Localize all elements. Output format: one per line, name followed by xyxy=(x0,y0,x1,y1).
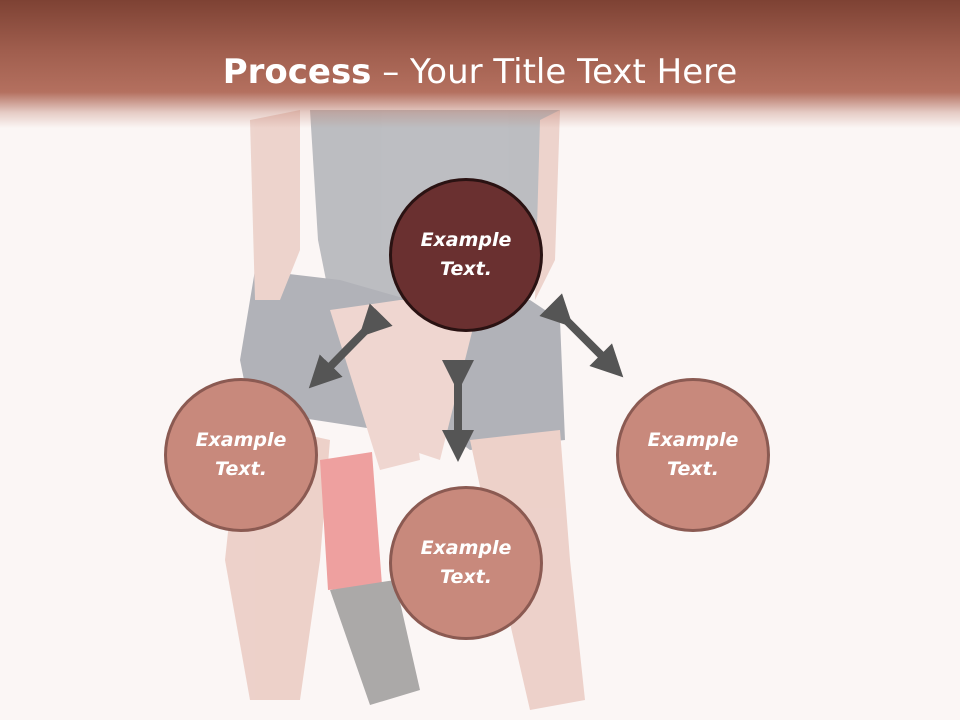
slide-title: Process – Your Title Text Here xyxy=(0,52,960,92)
node-bottom-line1: Example xyxy=(420,537,512,559)
title-rest: – Your Title Text Here xyxy=(371,52,738,92)
node-bottom-line2: Text. xyxy=(440,566,492,588)
node-center-line2: Text. xyxy=(440,258,492,280)
arrow-center-left xyxy=(308,303,393,389)
arrow-center-right xyxy=(539,293,624,378)
node-right-line1: Example xyxy=(647,429,739,451)
node-left-line2: Text. xyxy=(215,458,267,480)
title-strong: Process xyxy=(222,52,372,92)
node-center-line1: Example xyxy=(420,229,512,251)
title-bar xyxy=(0,0,960,128)
node-left-line1: Example xyxy=(195,429,287,451)
node-right-line2: Text. xyxy=(667,458,719,480)
